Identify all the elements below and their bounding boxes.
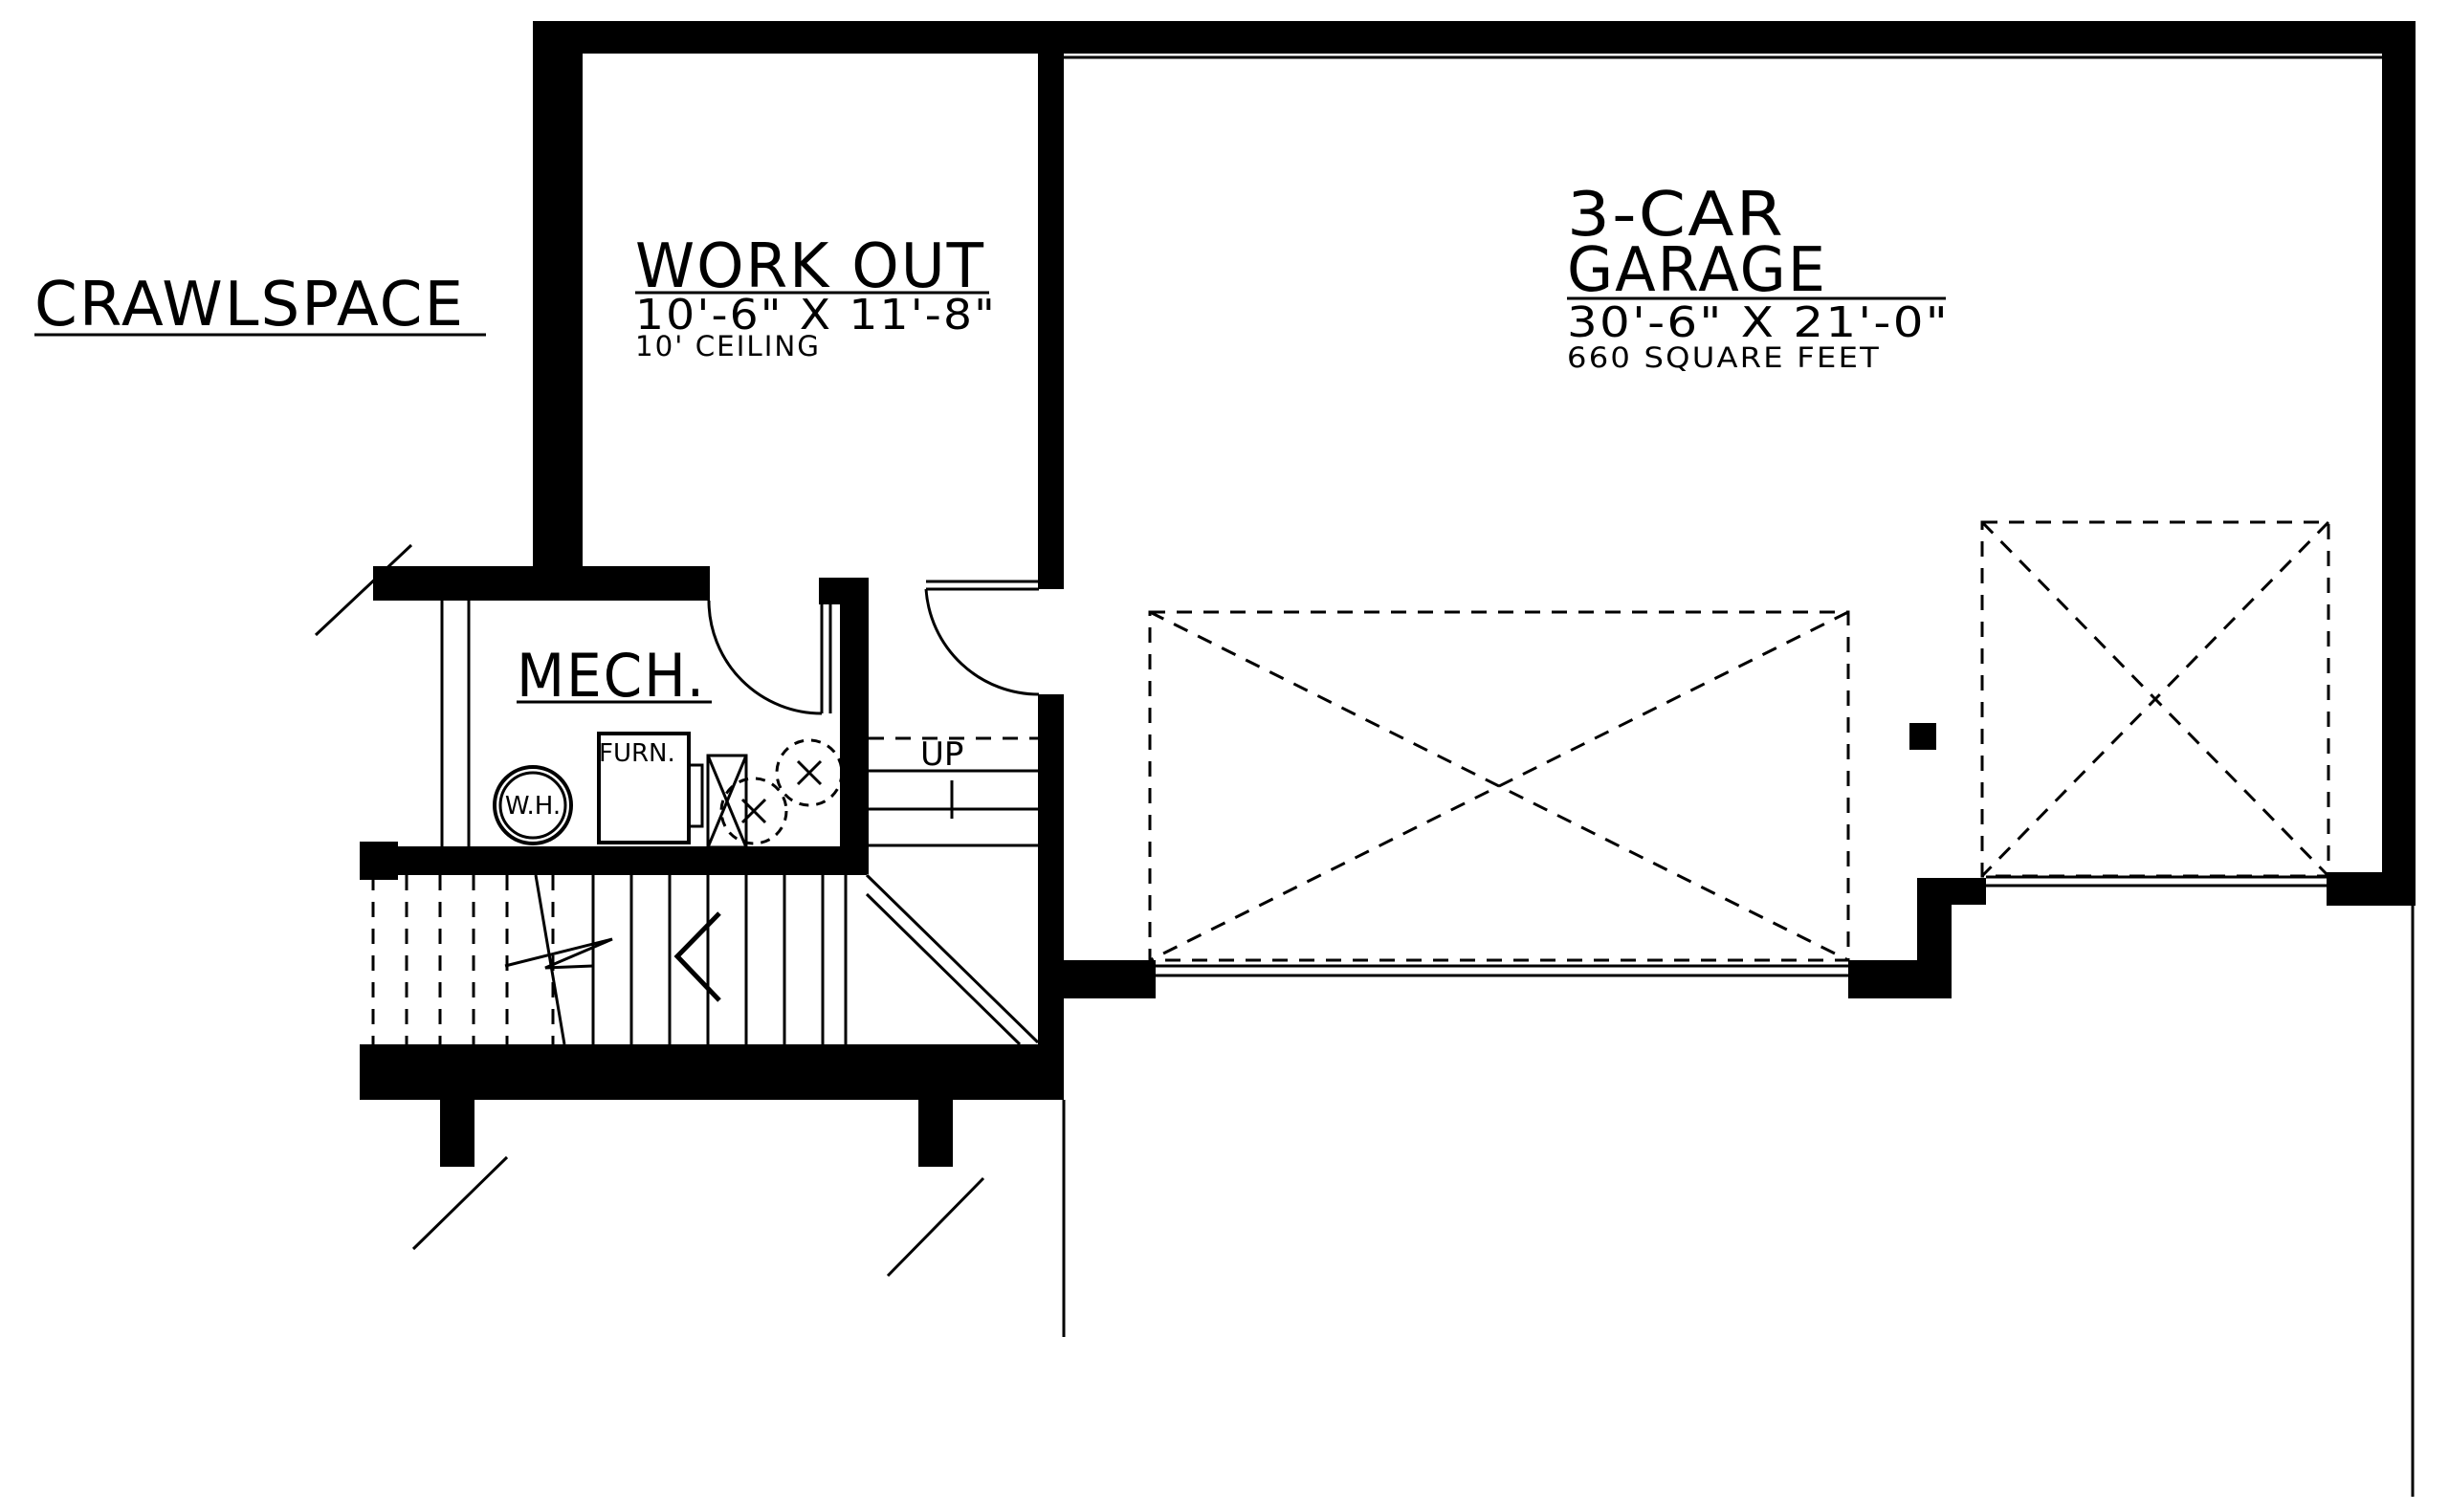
fixture-circle-b: [775, 738, 844, 807]
mech-label: MECH.: [517, 641, 712, 711]
interior-walls: [533, 54, 1986, 1100]
door-mech-swing: [707, 600, 823, 715]
wall-stair-landing: [360, 846, 867, 875]
water-heater-inner: [498, 771, 567, 840]
crawlspace-label: CRAWLSPACE: [34, 270, 486, 340]
garage-door-single: [1980, 520, 2330, 878]
water-heater-label: W.H.: [505, 792, 561, 821]
stair-break-line-a: [534, 874, 566, 1045]
wall-left-upper: [533, 21, 583, 595]
garage-doors: [1148, 520, 2330, 962]
workout-name: WORK OUT: [635, 231, 985, 302]
workout-ceiling: 10' CEILING: [635, 330, 821, 362]
wall-mech-top-left: [533, 566, 709, 601]
workout-label: WORK OUT 10'-6" X 11'-8" 10' CEILING: [635, 231, 997, 362]
stair-winder-diag: [865, 873, 1040, 1044]
doors: [707, 580, 1040, 715]
stair-up-label: UP: [920, 735, 963, 774]
workout-dimensions: 10'-6" X 11'-8": [635, 291, 997, 340]
garage-door-double-x2: [1149, 610, 1849, 962]
stair-winder-diag-b: [865, 892, 1022, 1046]
stair-direction-arrow: [673, 911, 721, 1002]
water-heater-outer: [493, 765, 573, 845]
mech-name: MECH.: [517, 641, 706, 711]
garage-area: 660 SQUARE FEET: [1567, 341, 1881, 374]
wall-top: [533, 21, 2416, 54]
garage-door-single-x2: [1980, 520, 2330, 878]
wall-right: [2382, 21, 2416, 906]
thin-lines: [314, 54, 2415, 1497]
crawl-diagonal-right-bottom: [886, 1176, 985, 1278]
furnace-label: FURN.: [599, 739, 675, 768]
crawl-diagonal-left-bottom: [411, 1155, 509, 1251]
stair-break-symbol: [504, 937, 613, 970]
fixture-circle-a: [719, 777, 788, 845]
wall-stair-top-edge: [360, 842, 398, 880]
room-labels: CRAWLSPACE WORK OUT 10'-6" X 11'-8" 10' …: [34, 180, 1950, 711]
wall-mech-stair: [840, 578, 869, 874]
garage-post: [1909, 723, 1936, 750]
wall-leg-right: [918, 1062, 953, 1167]
garage-dimensions: 30'-6" X 21'-0": [1567, 298, 1950, 347]
garage-name-line1: 3-CAR: [1567, 180, 1785, 251]
stairs: UP: [371, 735, 1040, 1046]
wall-right-return: [2327, 872, 2416, 906]
door-garage-swing: [924, 588, 1040, 696]
crawlspace-name: CRAWLSPACE: [34, 270, 465, 340]
wall-workout-garage: [1038, 54, 1064, 589]
garage-name-line2: GARAGE: [1567, 235, 1827, 306]
wall-garage-pier-mid-c: [1917, 878, 1986, 905]
stair-treads-upper: [869, 736, 1038, 847]
garage-door-double: [1148, 610, 1850, 962]
crawl-diagonal-top: [314, 543, 413, 637]
wall-garage-lower: [1038, 694, 1064, 1100]
stair-treads-lower: [371, 875, 848, 1044]
mech-fixtures: W.H. FURN.: [493, 732, 844, 849]
wall-leg-left: [440, 1062, 474, 1167]
wall-garage-pier-left: [1064, 960, 1156, 998]
garage-label: 3-CAR GARAGE 30'-6" X 21'-0" 660 SQUARE …: [1567, 180, 1950, 374]
furnace-small-a: [687, 763, 704, 828]
